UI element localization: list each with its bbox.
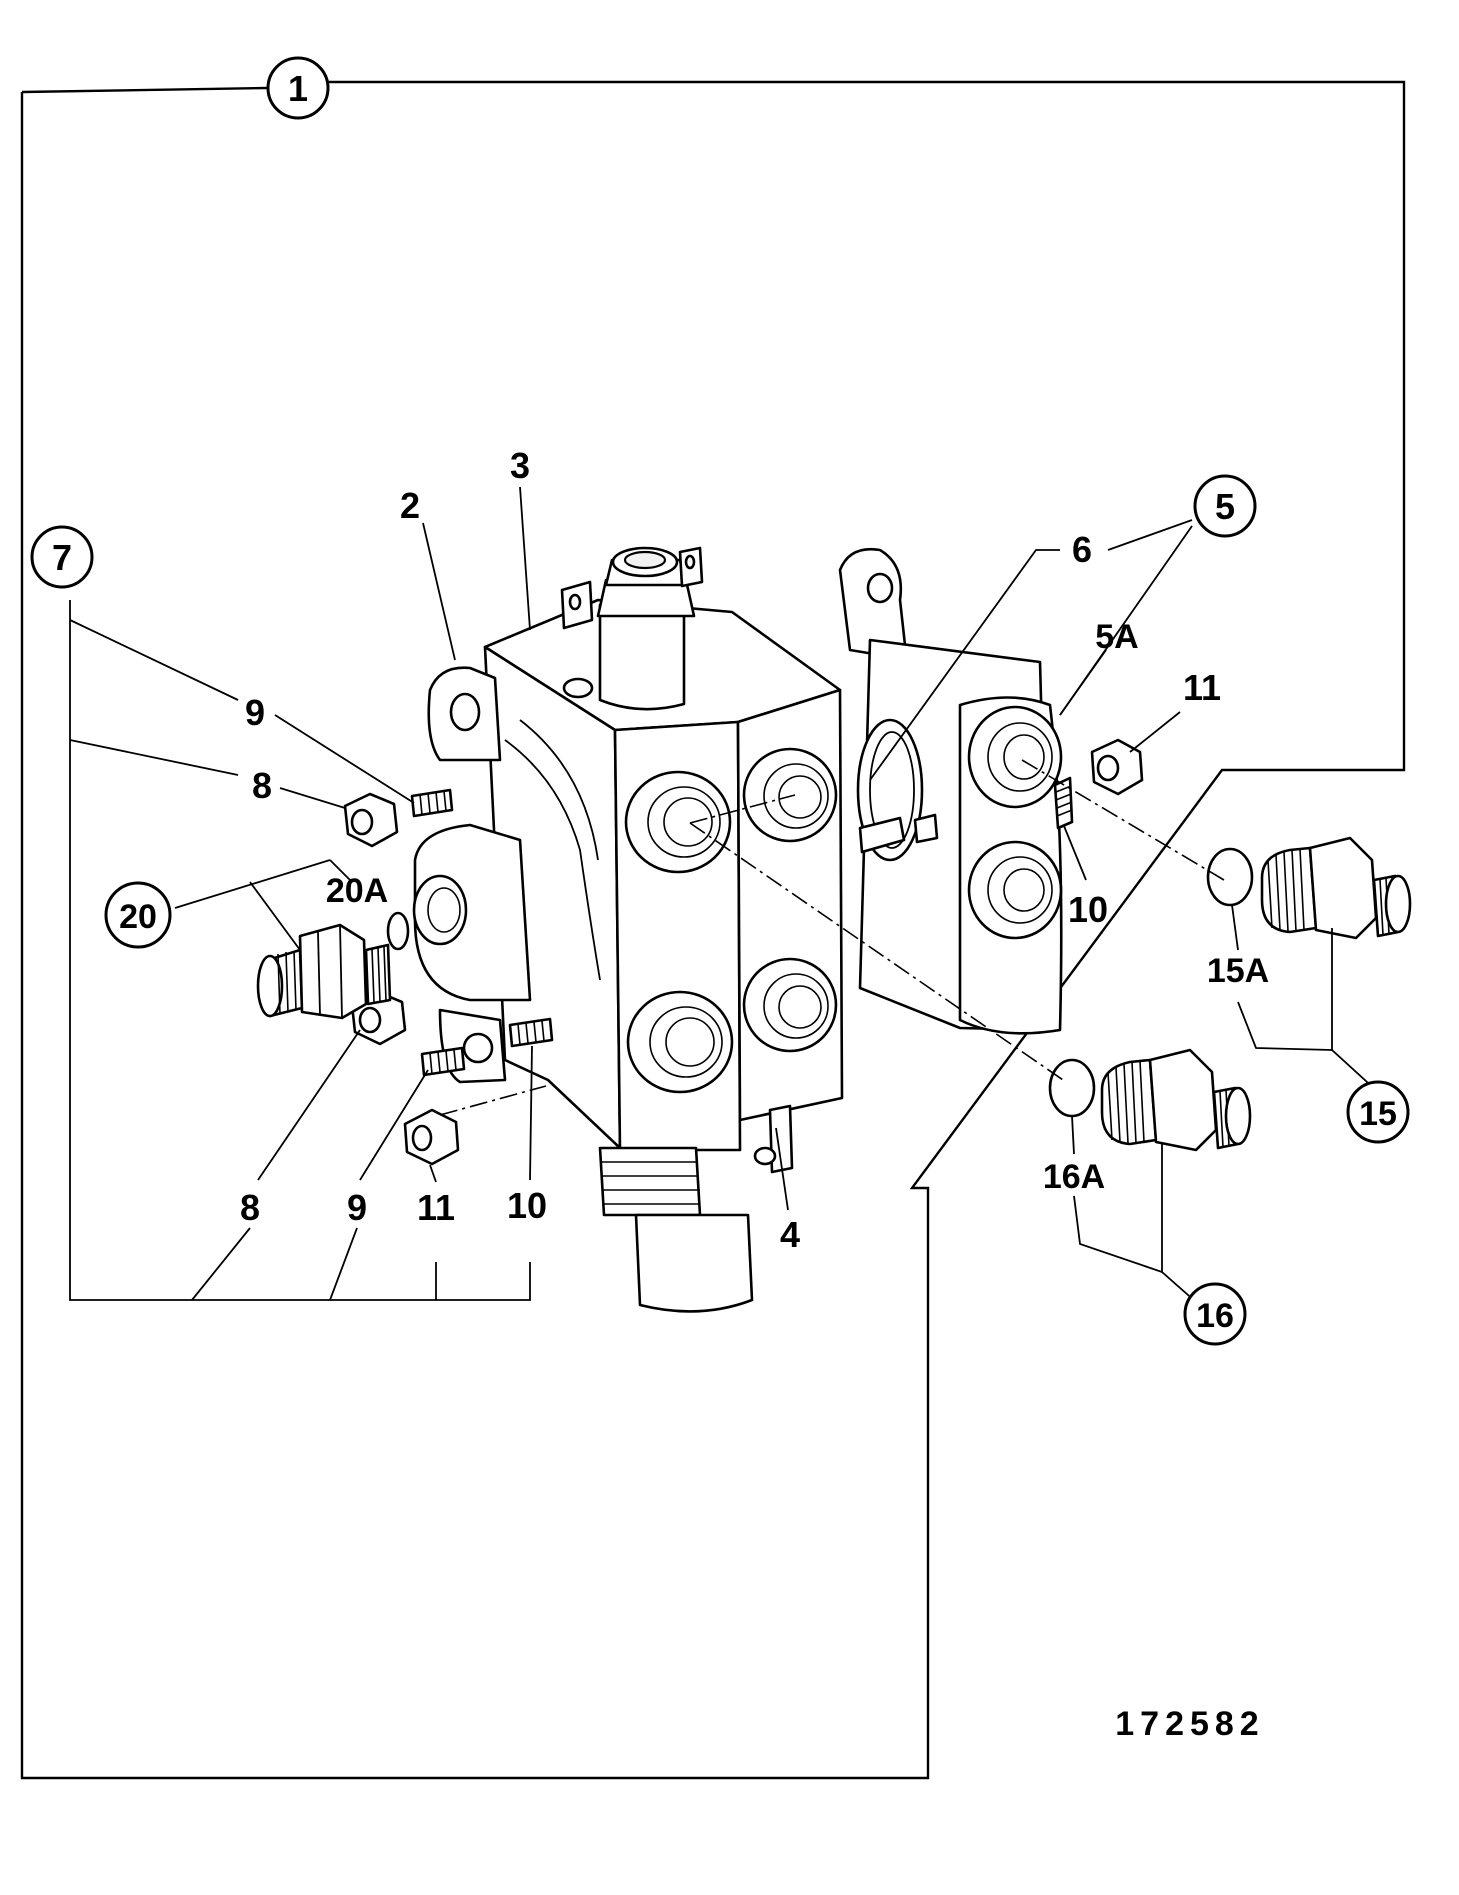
label-9-lower: 9 (347, 1187, 367, 1228)
svg-text:7: 7 (52, 537, 72, 578)
label-8-lower: 8 (240, 1187, 260, 1228)
stud-lower-left (420, 1046, 466, 1077)
svg-text:20: 20 (119, 898, 157, 936)
label-5a: 5A (1095, 618, 1138, 656)
label-9-upper: 9 (245, 692, 265, 733)
label-4: 4 (780, 1214, 800, 1255)
label-3: 3 (510, 445, 530, 486)
adaptor-fitting-20 (256, 923, 392, 1020)
fitting-16 (1100, 1048, 1252, 1152)
label-11-lower: 11 (417, 1187, 455, 1228)
nut-bottom-left (403, 1108, 460, 1166)
callout-20: 20 (104, 881, 172, 949)
assembly-boundary-outline (20, 80, 1406, 1780)
callout-15: 15 (1346, 1080, 1410, 1144)
label-6: 6 (1072, 529, 1092, 570)
label-15a: 15A (1207, 952, 1269, 990)
solenoid-actuator (560, 546, 704, 711)
part-labels: 2 3 4 5A 6 8 9 8 9 11 10 10 11 15A 16A 2… (240, 445, 1269, 1255)
stud-right (1053, 776, 1074, 830)
callout-7: 7 (30, 525, 94, 589)
assembly-centrelines (439, 759, 1225, 1116)
end-cover-port-lower (967, 840, 1063, 940)
fitting-15 (1260, 836, 1412, 940)
callout-5: 5 (1193, 474, 1257, 538)
stud-upper-left (410, 788, 454, 818)
label-8-upper: 8 (252, 765, 272, 806)
bottom-fitting (598, 1104, 794, 1313)
svg-text:5: 5 (1215, 486, 1235, 527)
o-ring-15a (1206, 847, 1254, 907)
valve-port-upper-right (742, 747, 838, 843)
drawing-number: 172582 (1115, 1705, 1264, 1743)
valve-port-lower-left (626, 990, 734, 1094)
end-cover-assembly (838, 547, 1063, 1035)
nut-upper-left (343, 792, 399, 848)
label-2: 2 (400, 485, 420, 526)
valve-port-lower-right (742, 957, 838, 1053)
label-10-right: 10 (1068, 889, 1108, 930)
o-ring-16a (1048, 1058, 1096, 1118)
label-16a: 16A (1043, 1158, 1105, 1196)
label-10-lower: 10 (507, 1185, 547, 1226)
label-20a: 20A (326, 872, 388, 910)
stud-middle-right (508, 1017, 554, 1048)
leader-lines (69, 486, 1379, 1311)
valve-port-upper-left (624, 770, 732, 874)
valve-body (412, 598, 844, 1152)
callout-16: 16 (1183, 1282, 1247, 1346)
o-ring-20a (386, 911, 410, 951)
callout-1: 1 (266, 56, 330, 120)
label-11-right: 11 (1183, 667, 1221, 708)
end-cover-port-upper (967, 705, 1063, 809)
svg-text:1: 1 (288, 68, 308, 109)
svg-text:16: 16 (1196, 1297, 1234, 1335)
nut-right (1090, 738, 1144, 796)
svg-text:15: 15 (1359, 1095, 1397, 1133)
